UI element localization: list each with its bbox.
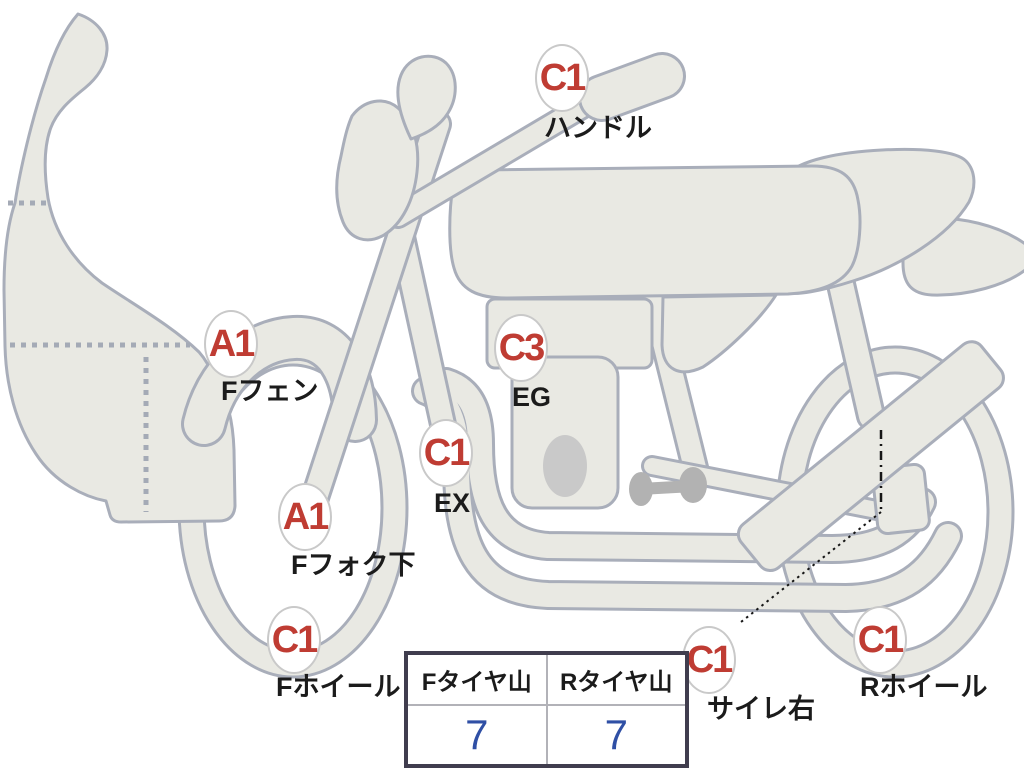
- part-label-front-wheel: Fホイール: [276, 672, 401, 702]
- silencer-pointer-lines: [740, 430, 883, 623]
- windscreen-shape: [335, 99, 420, 242]
- grade-badge-exhaust: C1: [419, 419, 473, 487]
- part-label-front-fork-lower: Fフォク下: [291, 550, 416, 580]
- tire-tread-table: Fタイヤ山 Rタイヤ山 7 7: [404, 651, 689, 768]
- front-fork-shape: [292, 109, 452, 537]
- fairing-seam-lines: [8, 200, 190, 512]
- handlebar-shape: [385, 52, 686, 229]
- grade-badge-front-wheel: C1: [267, 606, 321, 674]
- fuel-tank-shape: [448, 164, 862, 300]
- grade-badge-silencer-right: C1: [682, 626, 736, 694]
- grade-badge-rear-wheel: C1: [853, 606, 907, 674]
- grade-badge-front-fork-lower: A1: [278, 483, 332, 551]
- tire-tread-value-front: 7: [405, 704, 548, 767]
- tire-tread-header-rear: Rタイヤ山: [545, 652, 688, 706]
- rear-frame-tube: [637, 276, 711, 490]
- part-label-engine: EG: [512, 382, 552, 412]
- engine-shape: [510, 355, 620, 510]
- part-label-handlebar: ハンドル: [544, 113, 652, 143]
- crankcase-circle: [543, 435, 587, 497]
- part-label-silencer-right: サイレ右: [707, 694, 815, 724]
- muffler-shape: [736, 340, 1005, 572]
- tire-tread-value-rear: 7: [545, 704, 688, 767]
- tire-tread-header-front: Fタイヤ山: [405, 652, 548, 706]
- part-label-rear-wheel: Rホイール: [860, 672, 988, 702]
- grade-badge-handlebar: C1: [535, 44, 589, 112]
- grade-badge-front-fender: A1: [204, 310, 258, 378]
- side-cover-shape: [660, 293, 778, 374]
- headlight-shape: [396, 54, 457, 141]
- part-label-front-fender: Fフェン: [221, 376, 319, 406]
- grade-badge-engine: C3: [494, 314, 548, 382]
- fairing-shape: [2, 12, 237, 524]
- footpeg-shape: [629, 467, 707, 506]
- part-label-exhaust: EX: [434, 488, 471, 518]
